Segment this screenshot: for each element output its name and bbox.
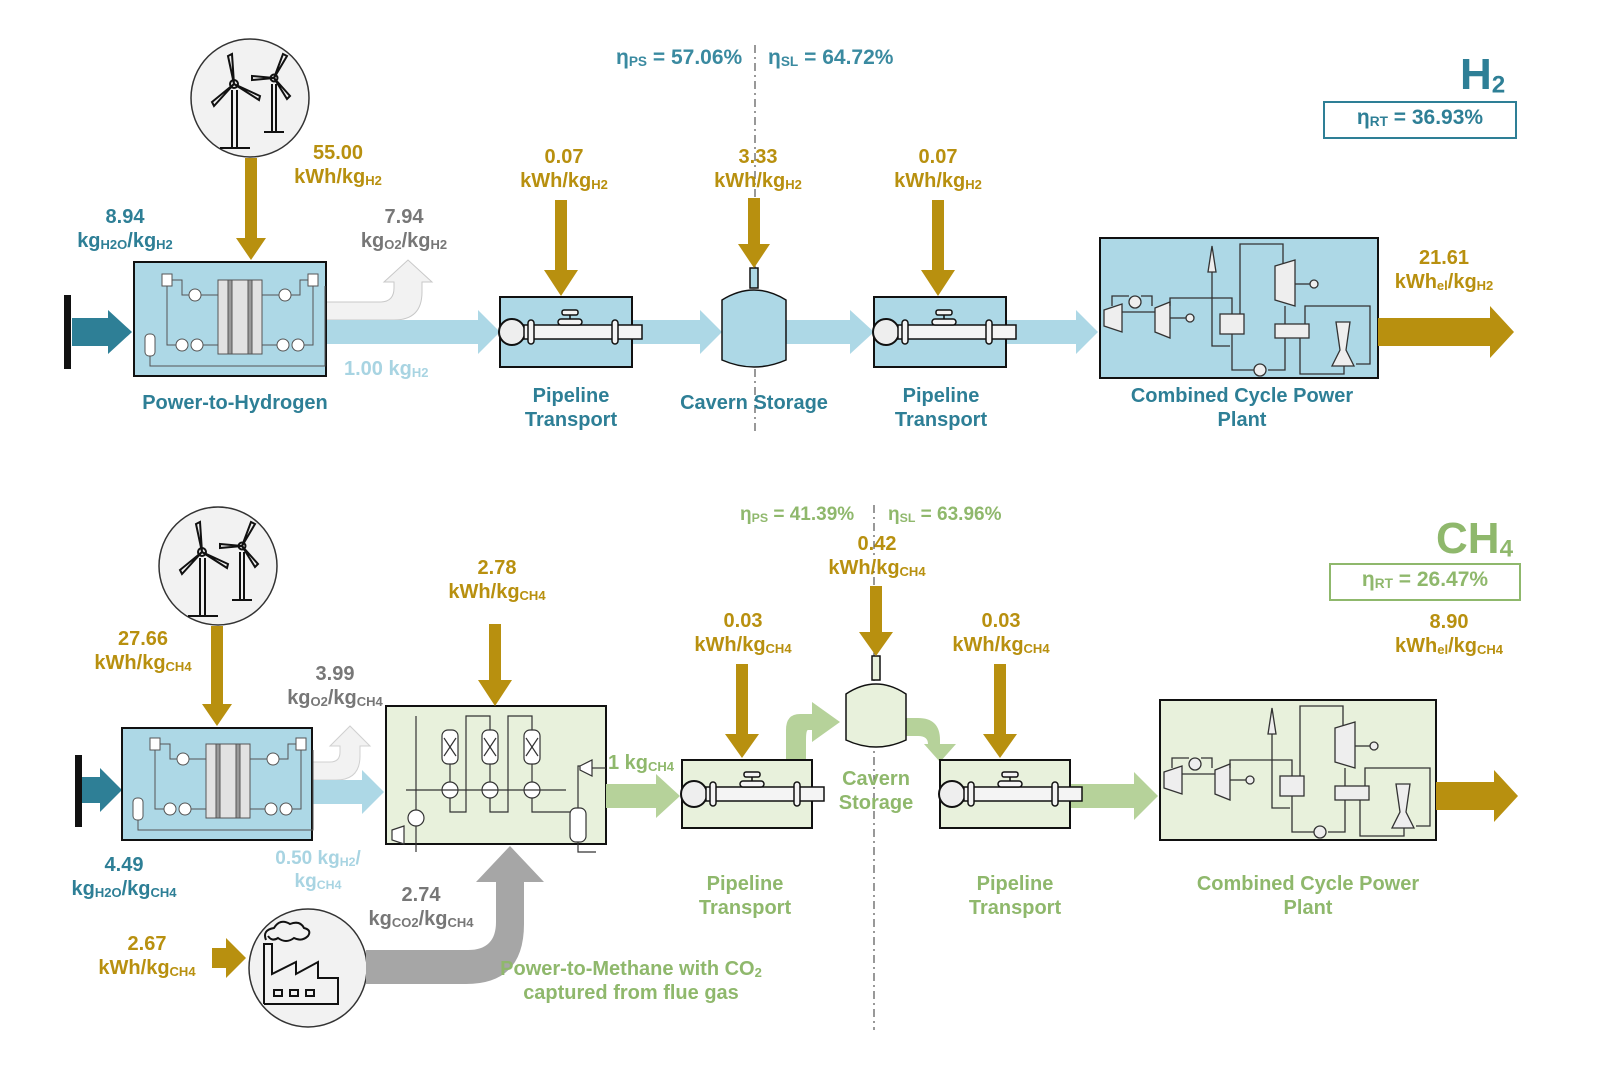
h2-flow-arrow-3 — [786, 310, 874, 354]
h2-storage-nozzle — [749, 267, 759, 289]
ch4-water-arrow — [82, 768, 122, 812]
h2-eta-sl: ηSL = 64.72% — [768, 46, 894, 70]
ch4-title: CH4 — [1436, 514, 1514, 563]
h2-flow-arrow-4 — [1006, 310, 1098, 354]
ch4-hydrogen-arrow — [312, 770, 384, 814]
ch4-power-output-arrow — [1436, 770, 1518, 822]
h2-flow-arrow-1 — [326, 310, 500, 354]
h2-title: H2 — [1460, 50, 1506, 99]
h2-pipeline-1-energy-arrow — [544, 200, 578, 296]
ch4-flue-gas-factory-icon — [248, 908, 368, 1028]
ch4-flow-arrow-4 — [1070, 772, 1158, 820]
ch4-capture-energy-arrow — [212, 938, 246, 978]
h2-eta-ps: ηPS = 57.06% — [616, 46, 743, 70]
h2-water-arrow — [72, 310, 132, 354]
ch4-methane-flow-label: 1 kgCH4 — [608, 752, 675, 774]
ch4-eta-sl: ηSL = 63.96% — [888, 504, 1002, 525]
h2-feed-bar — [64, 295, 71, 369]
ch4-flow-arrow-2 — [786, 702, 840, 760]
ch4-ccpp-box — [1159, 699, 1437, 841]
h2-hydrogen-flow-label: 1.00 kgH2 — [344, 358, 429, 380]
h2-power-output-arrow — [1378, 306, 1514, 358]
h2-cavern-storage-icon — [721, 289, 787, 368]
ch4-methanation-energy-arrow — [478, 624, 512, 706]
h2-flow-arrow-2 — [632, 310, 722, 354]
ch4-hydrogen-flow-label: 0.50 kgH2/kgCH4 — [275, 848, 361, 892]
h2-pipeline-2-energy-arrow — [921, 200, 955, 296]
h2-wind-turbine-icon — [190, 38, 310, 158]
ch4-flow-arrow-3 — [906, 718, 956, 762]
ch4-cavern-storage-icon — [845, 683, 907, 748]
ch4-wind-turbine-icon — [158, 506, 278, 626]
h2-roundtrip-efficiency: ηRT = 36.93% — [1323, 101, 1517, 140]
ch4-co2-arrow — [366, 846, 544, 984]
ch4-eta-ps: ηPS = 41.39% — [740, 504, 855, 525]
h2-oxygen-arrow — [325, 259, 434, 321]
ch4-flow-arrow-1 — [606, 774, 680, 818]
ch4-roundtrip-efficiency: ηRT = 26.47% — [1329, 563, 1521, 602]
ch4-pipeline-1-energy-arrow — [725, 664, 759, 758]
ch4-storage-nozzle — [871, 655, 881, 681]
ch4-pipeline-2-energy-arrow — [983, 664, 1017, 758]
h2-stage-cavern-storage: Cavern Storage — [680, 392, 828, 414]
h2-ccpp-box — [1099, 237, 1379, 379]
ch4-wind-energy-arrow — [202, 626, 232, 726]
h2-storage-energy-arrow — [738, 198, 770, 268]
ch4-oxygen-arrow — [311, 725, 372, 781]
ch4-feed-bar — [75, 755, 82, 827]
ch4-storage-energy-arrow — [859, 586, 893, 656]
h2-wind-energy-arrow — [236, 158, 266, 260]
h2-stage-power-to-hydrogen: Power-to-Hydrogen — [142, 392, 328, 414]
